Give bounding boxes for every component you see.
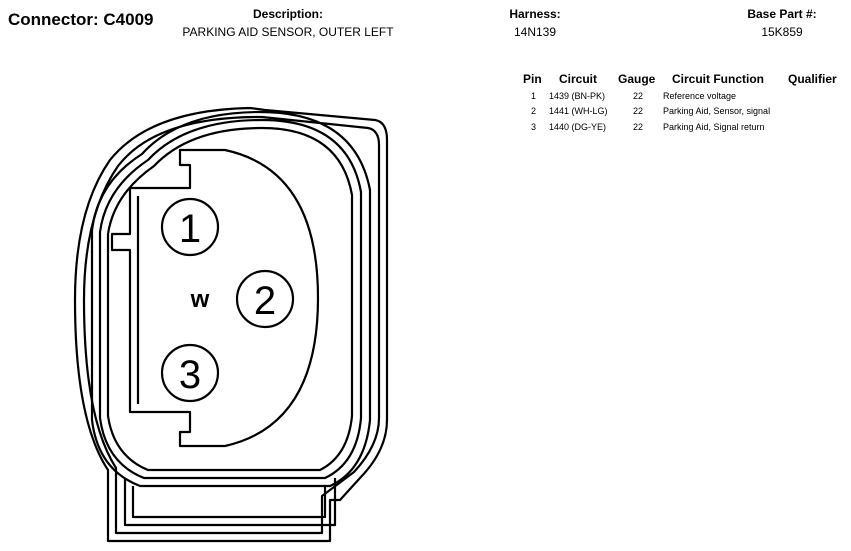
- connector-title: Connector: C4009: [8, 10, 154, 30]
- circuit-function: Parking Aid, Sensor, signal: [663, 106, 771, 116]
- circuit: 1440 (DG-YE): [549, 122, 607, 132]
- gauge: 22: [633, 122, 644, 132]
- col-header-circuit: Circuit: [559, 72, 598, 86]
- base-part-value: 15K859: [761, 25, 803, 39]
- description-value: PARKING AID SENSOR, OUTER LEFT: [182, 25, 394, 39]
- pin-circle-2: [235, 269, 295, 329]
- pin-circle-1: [160, 197, 220, 257]
- harness-label: Harness:: [509, 7, 561, 21]
- latch-inner: [131, 486, 327, 519]
- description-label: Description:: [252, 7, 323, 21]
- shroud-ring-1: [90, 110, 372, 488]
- gauge: 22: [633, 106, 644, 116]
- pin-label-2: 2: [254, 279, 276, 323]
- pin-label-1: 1: [179, 207, 201, 251]
- gauge: 22: [633, 91, 644, 101]
- pin-number: 3: [531, 122, 537, 132]
- circuit: 1439 (BN-PK): [549, 91, 606, 101]
- connector-label: Connector:: [8, 10, 99, 29]
- housing-outline-outer: [73, 106, 389, 543]
- housing-outline-inner: [82, 115, 381, 535]
- pin-number: 2: [531, 106, 537, 116]
- col-header-function: Circuit Function: [672, 72, 764, 86]
- base-part-label: Base Part #:: [747, 7, 817, 21]
- pin-circle-3: [160, 343, 220, 403]
- circuit: 1441 (WH-LG): [549, 106, 608, 116]
- connector-id: C4009: [103, 10, 154, 29]
- col-header-qualifier: Qualifier: [788, 72, 837, 86]
- pin-label-3: 3: [179, 353, 201, 397]
- col-header-gauge: Gauge: [618, 72, 656, 86]
- pin-number: 1: [531, 91, 537, 101]
- harness-value: 14N139: [513, 25, 557, 39]
- col-header-pin: Pin: [523, 72, 542, 86]
- position-marker: w: [190, 286, 210, 313]
- shroud-ring-3: [106, 126, 354, 472]
- circuit-function: Parking Aid, Signal return: [663, 122, 765, 132]
- connector-face-diagram: 1 2 3 w: [73, 106, 389, 543]
- pin-cavity-face: [110, 148, 320, 448]
- latch-outer: [123, 478, 337, 527]
- shroud-ring-2: [98, 118, 363, 480]
- circuit-function: Reference voltage: [663, 91, 737, 101]
